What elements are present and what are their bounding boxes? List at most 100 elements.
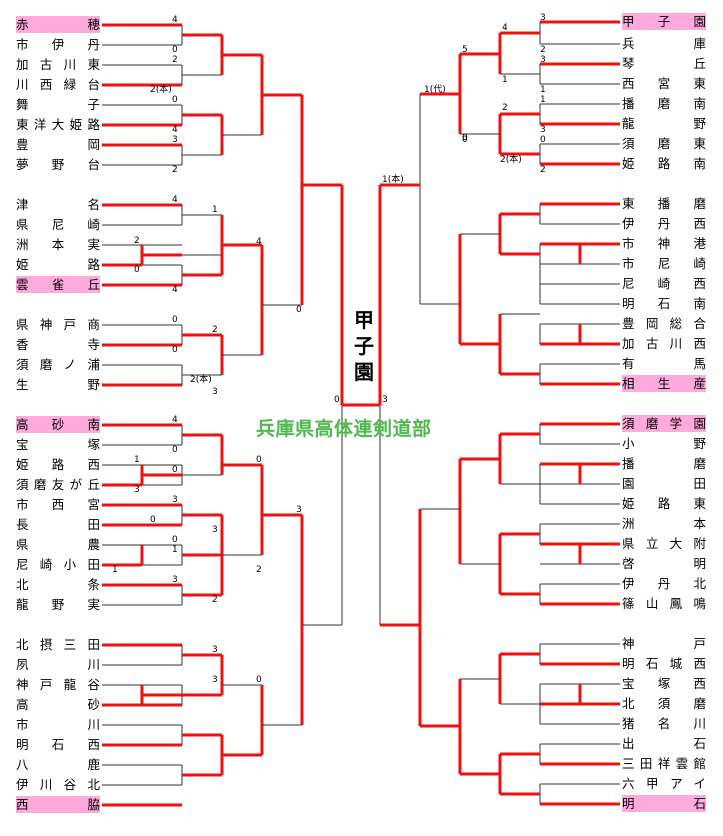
team-name: 市西宮: [16, 497, 100, 512]
organizer-watermark: 兵庫県高体連剣道部: [256, 418, 432, 440]
team-name: 神戸龍谷: [16, 677, 100, 692]
right-team-10: 市神港: [622, 235, 706, 252]
team-name: 有馬: [622, 356, 706, 371]
right-team-1: 兵庫: [622, 35, 706, 52]
right-team-26: 伊丹北: [622, 575, 706, 592]
match-score: 1: [540, 95, 546, 105]
match-score: 4: [172, 195, 178, 205]
match-score: 0: [462, 133, 468, 143]
match-score: 0: [134, 265, 140, 275]
match-score: 3: [382, 395, 388, 405]
left-team-9: 県尼崎: [16, 216, 100, 233]
team-name: 北条: [16, 577, 100, 592]
match-score: 0: [150, 515, 156, 525]
match-score: 3: [212, 525, 218, 535]
team-name: 伊丹西: [622, 216, 706, 231]
team-name: 須磨東: [622, 136, 706, 151]
team-name: 須磨学園: [622, 416, 706, 431]
team-name: 姫路: [16, 257, 100, 272]
right-team-35: 六甲アイ: [622, 775, 706, 792]
right-team-27: 篠山鳳鳴: [622, 595, 706, 612]
team-name: 舞子: [16, 97, 100, 112]
left-team-13: 県神戸商: [16, 316, 100, 333]
left-team-22: 長田: [16, 516, 100, 533]
match-score: 5: [462, 45, 468, 55]
match-score: 2: [172, 55, 178, 65]
team-name: 八鹿: [16, 757, 100, 772]
match-score: 4: [172, 415, 178, 425]
team-name: 夙川: [16, 657, 100, 672]
team-name: 明石城西: [622, 656, 706, 671]
team-name: 宝塚: [16, 437, 100, 452]
team-name: 洲本実: [16, 237, 100, 252]
match-score: 3: [296, 505, 302, 515]
left-team-19: 姫路西: [16, 456, 100, 473]
right-team-32: 猪名川: [622, 715, 706, 732]
team-name: 東洋大姫路: [16, 117, 100, 132]
match-score: 2(本): [150, 83, 172, 95]
left-team-32: 明石西: [16, 736, 100, 753]
team-name: 豊岡: [16, 137, 100, 152]
team-name: 長田: [16, 517, 100, 532]
team-name: 北摂三田: [16, 637, 100, 652]
team-name: 津名: [16, 197, 100, 212]
left-team-3: 川西緑台: [16, 76, 100, 93]
left-team-0: 赤穂: [16, 16, 100, 33]
match-score: 0: [172, 95, 178, 105]
match-score: 0: [256, 455, 262, 465]
team-name: 甲子園: [622, 14, 706, 29]
left-team-30: 高砂: [16, 696, 100, 713]
team-name: 播磨南: [622, 96, 706, 111]
team-name: 啓明: [622, 556, 706, 571]
left-team-23: 県農: [16, 536, 100, 553]
right-team-15: 加古川西: [622, 335, 706, 352]
left-team-26: 龍野実: [16, 596, 100, 613]
right-team-0: 甲子園: [622, 13, 706, 30]
match-score: 2: [172, 165, 178, 175]
left-team-16: 生野: [16, 376, 100, 393]
match-score: 1: [212, 205, 218, 215]
team-name: 須磨友が丘: [16, 477, 100, 492]
match-score: 0: [296, 305, 302, 315]
right-team-19: 小野: [622, 435, 706, 452]
team-name: 明石南: [622, 296, 706, 311]
right-team-17: 相生産: [622, 375, 706, 392]
match-score: 2(本): [500, 153, 522, 165]
left-team-35: 西脇: [16, 796, 100, 813]
match-score: 2: [540, 45, 546, 55]
match-score: 2: [540, 165, 546, 175]
left-team-31: 市川: [16, 716, 100, 733]
right-team-5: 龍野: [622, 115, 706, 132]
match-score: 0: [172, 315, 178, 325]
match-score: 4: [172, 15, 178, 25]
team-name: 洲本: [622, 516, 706, 531]
right-team-4: 播磨南: [622, 95, 706, 112]
team-name: 市川: [16, 717, 100, 732]
team-name: 豊岡総合: [622, 316, 706, 331]
right-team-21: 園田: [622, 475, 706, 492]
team-name: 相生産: [622, 376, 706, 391]
match-score: 3: [540, 125, 546, 135]
left-team-1: 市伊丹: [16, 36, 100, 53]
right-team-20: 播磨: [622, 455, 706, 472]
right-team-23: 洲本: [622, 515, 706, 532]
left-team-7: 夢野台: [16, 156, 100, 173]
team-name: 姫路東: [622, 496, 706, 511]
team-name: 高砂南: [16, 417, 100, 432]
team-name: 県尼崎: [16, 217, 100, 232]
team-name: 宝塚西: [622, 676, 706, 691]
right-team-24: 県立大附: [622, 535, 706, 552]
team-name: 三田祥雲館: [622, 756, 706, 771]
right-team-34: 三田祥雲館: [622, 755, 706, 772]
team-name: 尼崎小田: [16, 557, 100, 572]
team-name: 西脇: [16, 797, 100, 812]
team-name: 市伊丹: [16, 37, 100, 52]
team-name: 伊川谷北: [16, 777, 100, 792]
team-name: 市神港: [622, 236, 706, 251]
match-score: 3: [212, 387, 218, 397]
right-team-22: 姫路東: [622, 495, 706, 512]
match-score: 2: [212, 325, 218, 335]
team-name: 出石: [622, 736, 706, 751]
match-score: 3: [540, 13, 546, 23]
